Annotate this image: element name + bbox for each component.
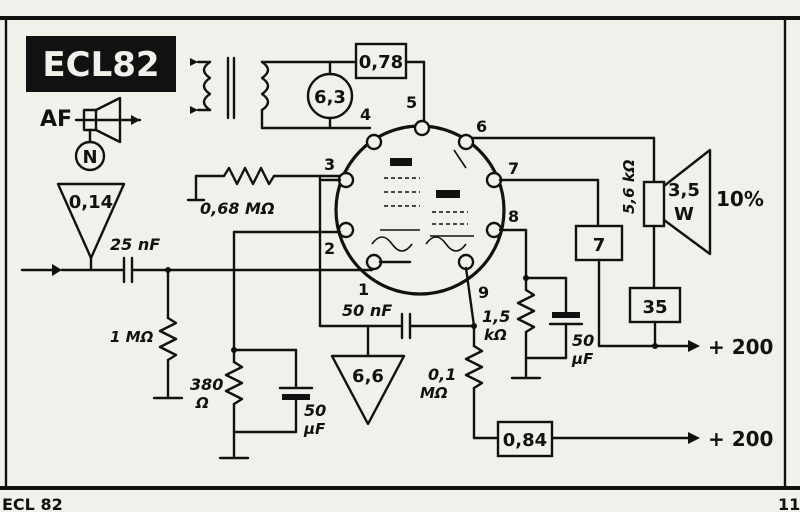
r-cathode-t-resistor (224, 360, 244, 406)
speaker-cone-icon (662, 148, 712, 256)
heater-voltage-label: 6,3 (314, 87, 346, 108)
pentode-grid-box (496, 420, 554, 458)
triode-grid-triangle (330, 354, 406, 426)
input-triangle (56, 182, 126, 260)
pentode-anode-value: 7 (593, 235, 606, 256)
supply-top-label: + 200 (708, 335, 773, 359)
af-label: AF (40, 107, 72, 132)
pin-8-label: 8 (508, 207, 519, 226)
pin-4-label: 4 (360, 105, 371, 124)
pin-5-label: 5 (406, 93, 417, 112)
r-feedback-resistor (222, 166, 276, 186)
supply-bottom-arrow-icon (688, 432, 700, 444)
c-in-label: 25 nF (110, 235, 160, 254)
tube-internals (371, 149, 474, 252)
r-cathode-t-value: 380 (190, 375, 223, 394)
pentode-anode-box (574, 224, 624, 262)
triode-anode-value: 0,78 (359, 52, 403, 73)
distortion-label: 10% (716, 187, 764, 211)
footer-left: ECL 82 (2, 495, 63, 512)
input-arrow-icon (52, 264, 62, 276)
r-grid-p-resistor (464, 344, 484, 390)
pentode-grid-value: 0,84 (503, 430, 547, 451)
output-transformer-symbol (190, 56, 372, 130)
c-cathode-p-unit: µF (571, 350, 594, 368)
triode-grid-value: 6,6 (352, 366, 384, 387)
r-grid-p-value: 0,1 (428, 365, 456, 384)
r-cathode-p-resistor (516, 288, 536, 334)
r-cathode-t-unit: Ω (195, 394, 209, 412)
triode-anode-box (354, 42, 408, 80)
tube-title-badge (26, 36, 176, 92)
r-grid-label: 1 MΩ (110, 328, 154, 346)
speaker-af-icon (74, 96, 142, 144)
n-label: N (82, 147, 97, 168)
r-load-label: 5,6 kΩ (620, 159, 638, 214)
tube-envelope (334, 124, 506, 296)
pin-9-label: 9 (478, 283, 489, 302)
footer-right: 11 (778, 495, 800, 512)
c-cathode-p-value: 50 (572, 331, 594, 350)
pin-2-label: 2 (324, 239, 335, 258)
r-grid-resistor (158, 316, 178, 362)
tube-title: ECL82 (42, 45, 159, 85)
input-value: 0,14 (69, 192, 113, 213)
speaker-power-value: 3,5 (668, 180, 700, 201)
pin-3-label: 3 (324, 155, 335, 174)
screen-value: 35 (642, 297, 667, 318)
supply-top-arrow-icon (688, 340, 700, 352)
r-cathode-p-unit: kΩ (484, 326, 507, 344)
speaker-power-unit: W (674, 204, 694, 225)
pin-1-label: 1 (358, 280, 369, 299)
c-cathode-t-plate-b (282, 394, 310, 400)
pin-7-label: 7 (508, 159, 519, 178)
r-grid-p-unit: MΩ (420, 384, 448, 402)
r-feedback-label: 0,68 MΩ (200, 199, 275, 218)
c-coupling-label: 50 nF (342, 301, 392, 320)
c-cathode-t-value: 50 (304, 401, 326, 420)
c-cathode-t-unit: µF (303, 420, 326, 438)
pin-6-label: 6 (476, 117, 487, 136)
supply-bottom-label: + 200 (708, 427, 773, 451)
c-cathode-p-plate-a (552, 312, 580, 318)
r-cathode-p-value: 1,5 (482, 307, 510, 326)
speaker-load-resistor (642, 180, 666, 228)
